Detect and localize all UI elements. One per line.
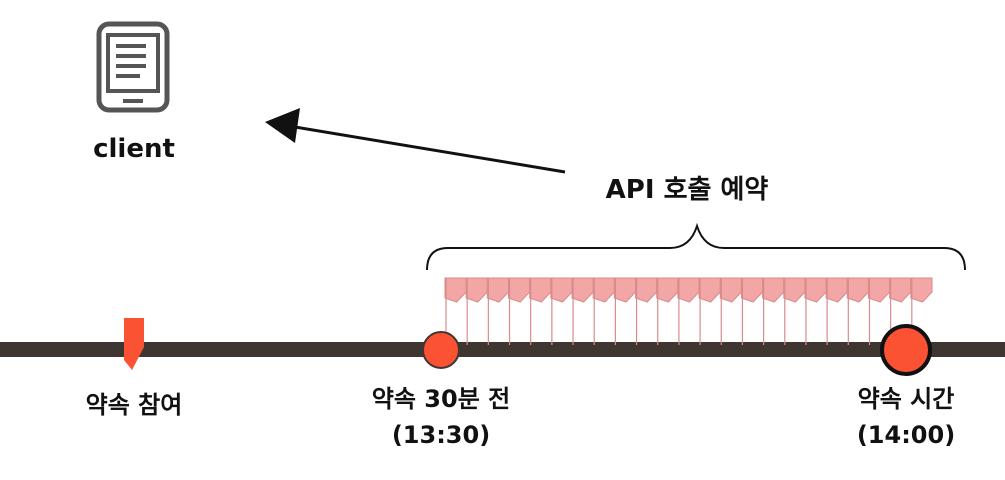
end-label: 약속 시간 (858, 385, 955, 413)
start-label: 약속 30분 전 (372, 385, 510, 413)
api-call-flag (550, 277, 573, 303)
timeline-bar (0, 342, 1005, 357)
api-call-flag (656, 277, 679, 303)
api-call-flag (719, 277, 742, 303)
api-call-flags (444, 277, 933, 345)
api-call-flag (762, 277, 785, 303)
api-call-flag (486, 277, 510, 303)
api-call-flag (804, 277, 827, 303)
start-marker (422, 331, 460, 369)
end-marker (880, 324, 932, 376)
api-call-flag (444, 277, 467, 303)
api-call-flag (571, 277, 594, 303)
api-call-flag (910, 277, 933, 303)
api-call-flag (846, 277, 869, 303)
api-call-flag (867, 277, 891, 303)
api-call-flag (465, 277, 488, 303)
api-call-flag (592, 277, 615, 303)
tablet-document-icon (96, 21, 170, 113)
start-time: (13:30) (392, 421, 490, 449)
api-call-flag (740, 277, 764, 303)
api-call-flag (698, 277, 721, 303)
arrow-left-icon (265, 108, 566, 174)
end-time: (14:00) (857, 421, 955, 449)
join-marker (124, 318, 144, 370)
api-call-flag (889, 277, 912, 303)
api-call-flag (677, 277, 700, 303)
api-call-flag (613, 277, 637, 303)
api-call-flag (508, 277, 531, 303)
client-label: client (93, 134, 175, 164)
api-call-flag (635, 277, 658, 303)
join-label: 약속 참여 (86, 391, 183, 419)
api-call-flag (825, 277, 848, 303)
api-call-label: API 호출 예약 (606, 175, 769, 205)
api-call-flag (783, 277, 806, 303)
api-call-flag (529, 277, 552, 303)
curly-brace (426, 222, 966, 271)
